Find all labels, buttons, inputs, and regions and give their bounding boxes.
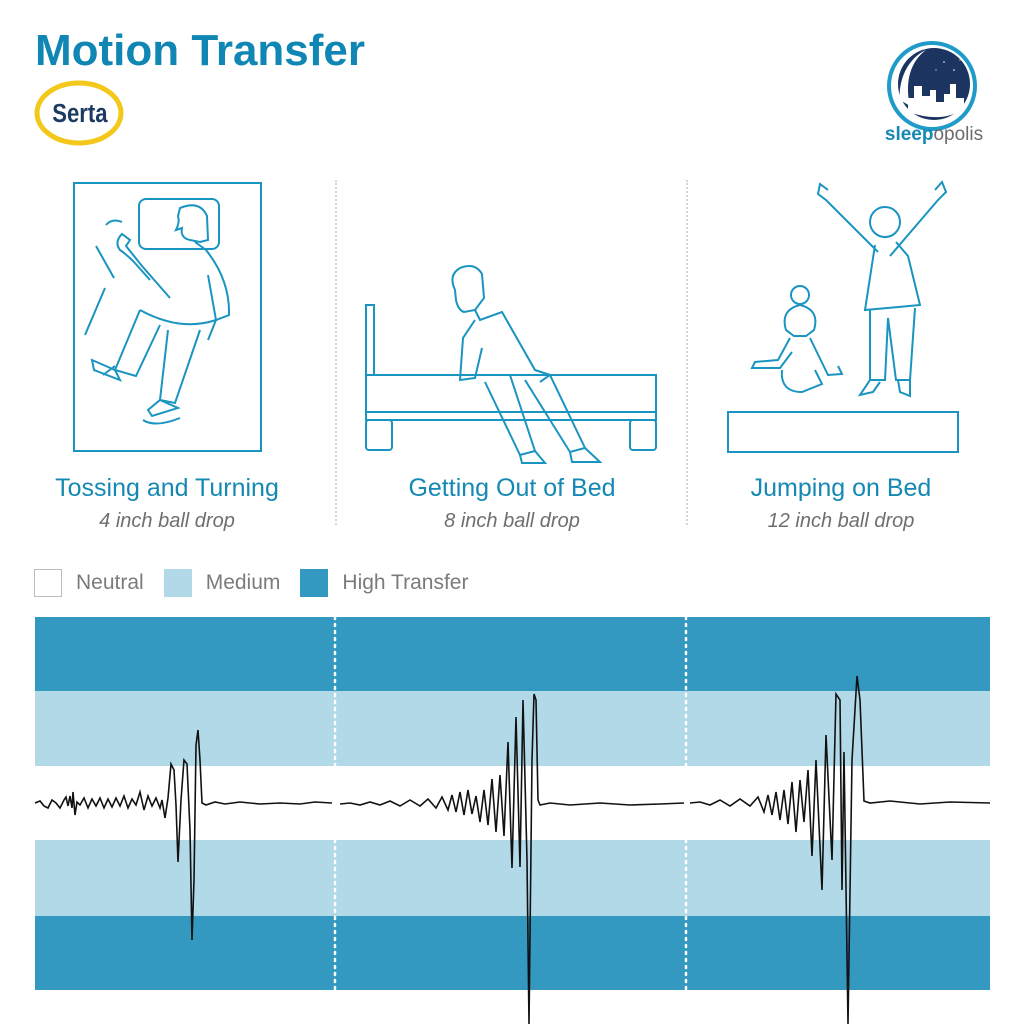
legend-item-medium: Medium [163, 569, 281, 597]
trace-jumping [689, 675, 991, 1024]
test-title: Tossing and Turning [55, 474, 279, 502]
legend-label: Medium [205, 571, 281, 594]
band-medium-bottom [35, 840, 990, 916]
legend-item-neutral: Neutral [34, 569, 144, 597]
person-getting-out-of-bed-icon [365, 265, 657, 464]
trace-getting-out [339, 693, 685, 1024]
test-subtitle: 8 inch ball drop [444, 510, 580, 532]
column-divider [335, 180, 337, 525]
sleepopolis-logo-text: sleepopolis [884, 124, 984, 145]
chart-legend: Neutral Medium High Transfer [34, 568, 488, 598]
person-tossing-in-bed-icon [73, 182, 262, 452]
test-title: Getting Out of Bed [408, 474, 616, 502]
legend-swatch-medium [163, 569, 192, 597]
legend-label: Neutral [76, 571, 144, 594]
page-title: Motion Transfer [35, 26, 366, 75]
test-subtitle: 4 inch ball drop [99, 510, 235, 532]
serta-logo-text: Serta [52, 99, 108, 128]
sleepopolis-logo-icon [887, 41, 977, 131]
trace-tossing [34, 729, 333, 941]
legend-label: High Transfer [342, 571, 469, 594]
legend-swatch-high [300, 569, 329, 597]
legend-item-high-transfer: High Transfer [300, 569, 468, 597]
band-neutral [35, 766, 990, 840]
column-divider [686, 180, 688, 525]
band-high-bottom [35, 916, 990, 990]
legend-swatch-neutral [34, 569, 62, 597]
serta-logo: Serta [34, 80, 124, 146]
band-medium-top [35, 691, 990, 766]
test-subtitle: 12 inch ball drop [767, 510, 915, 532]
band-high-top [35, 617, 990, 691]
test-title: Jumping on Bed [750, 474, 932, 502]
kids-jumping-on-bed-icon [727, 180, 959, 453]
